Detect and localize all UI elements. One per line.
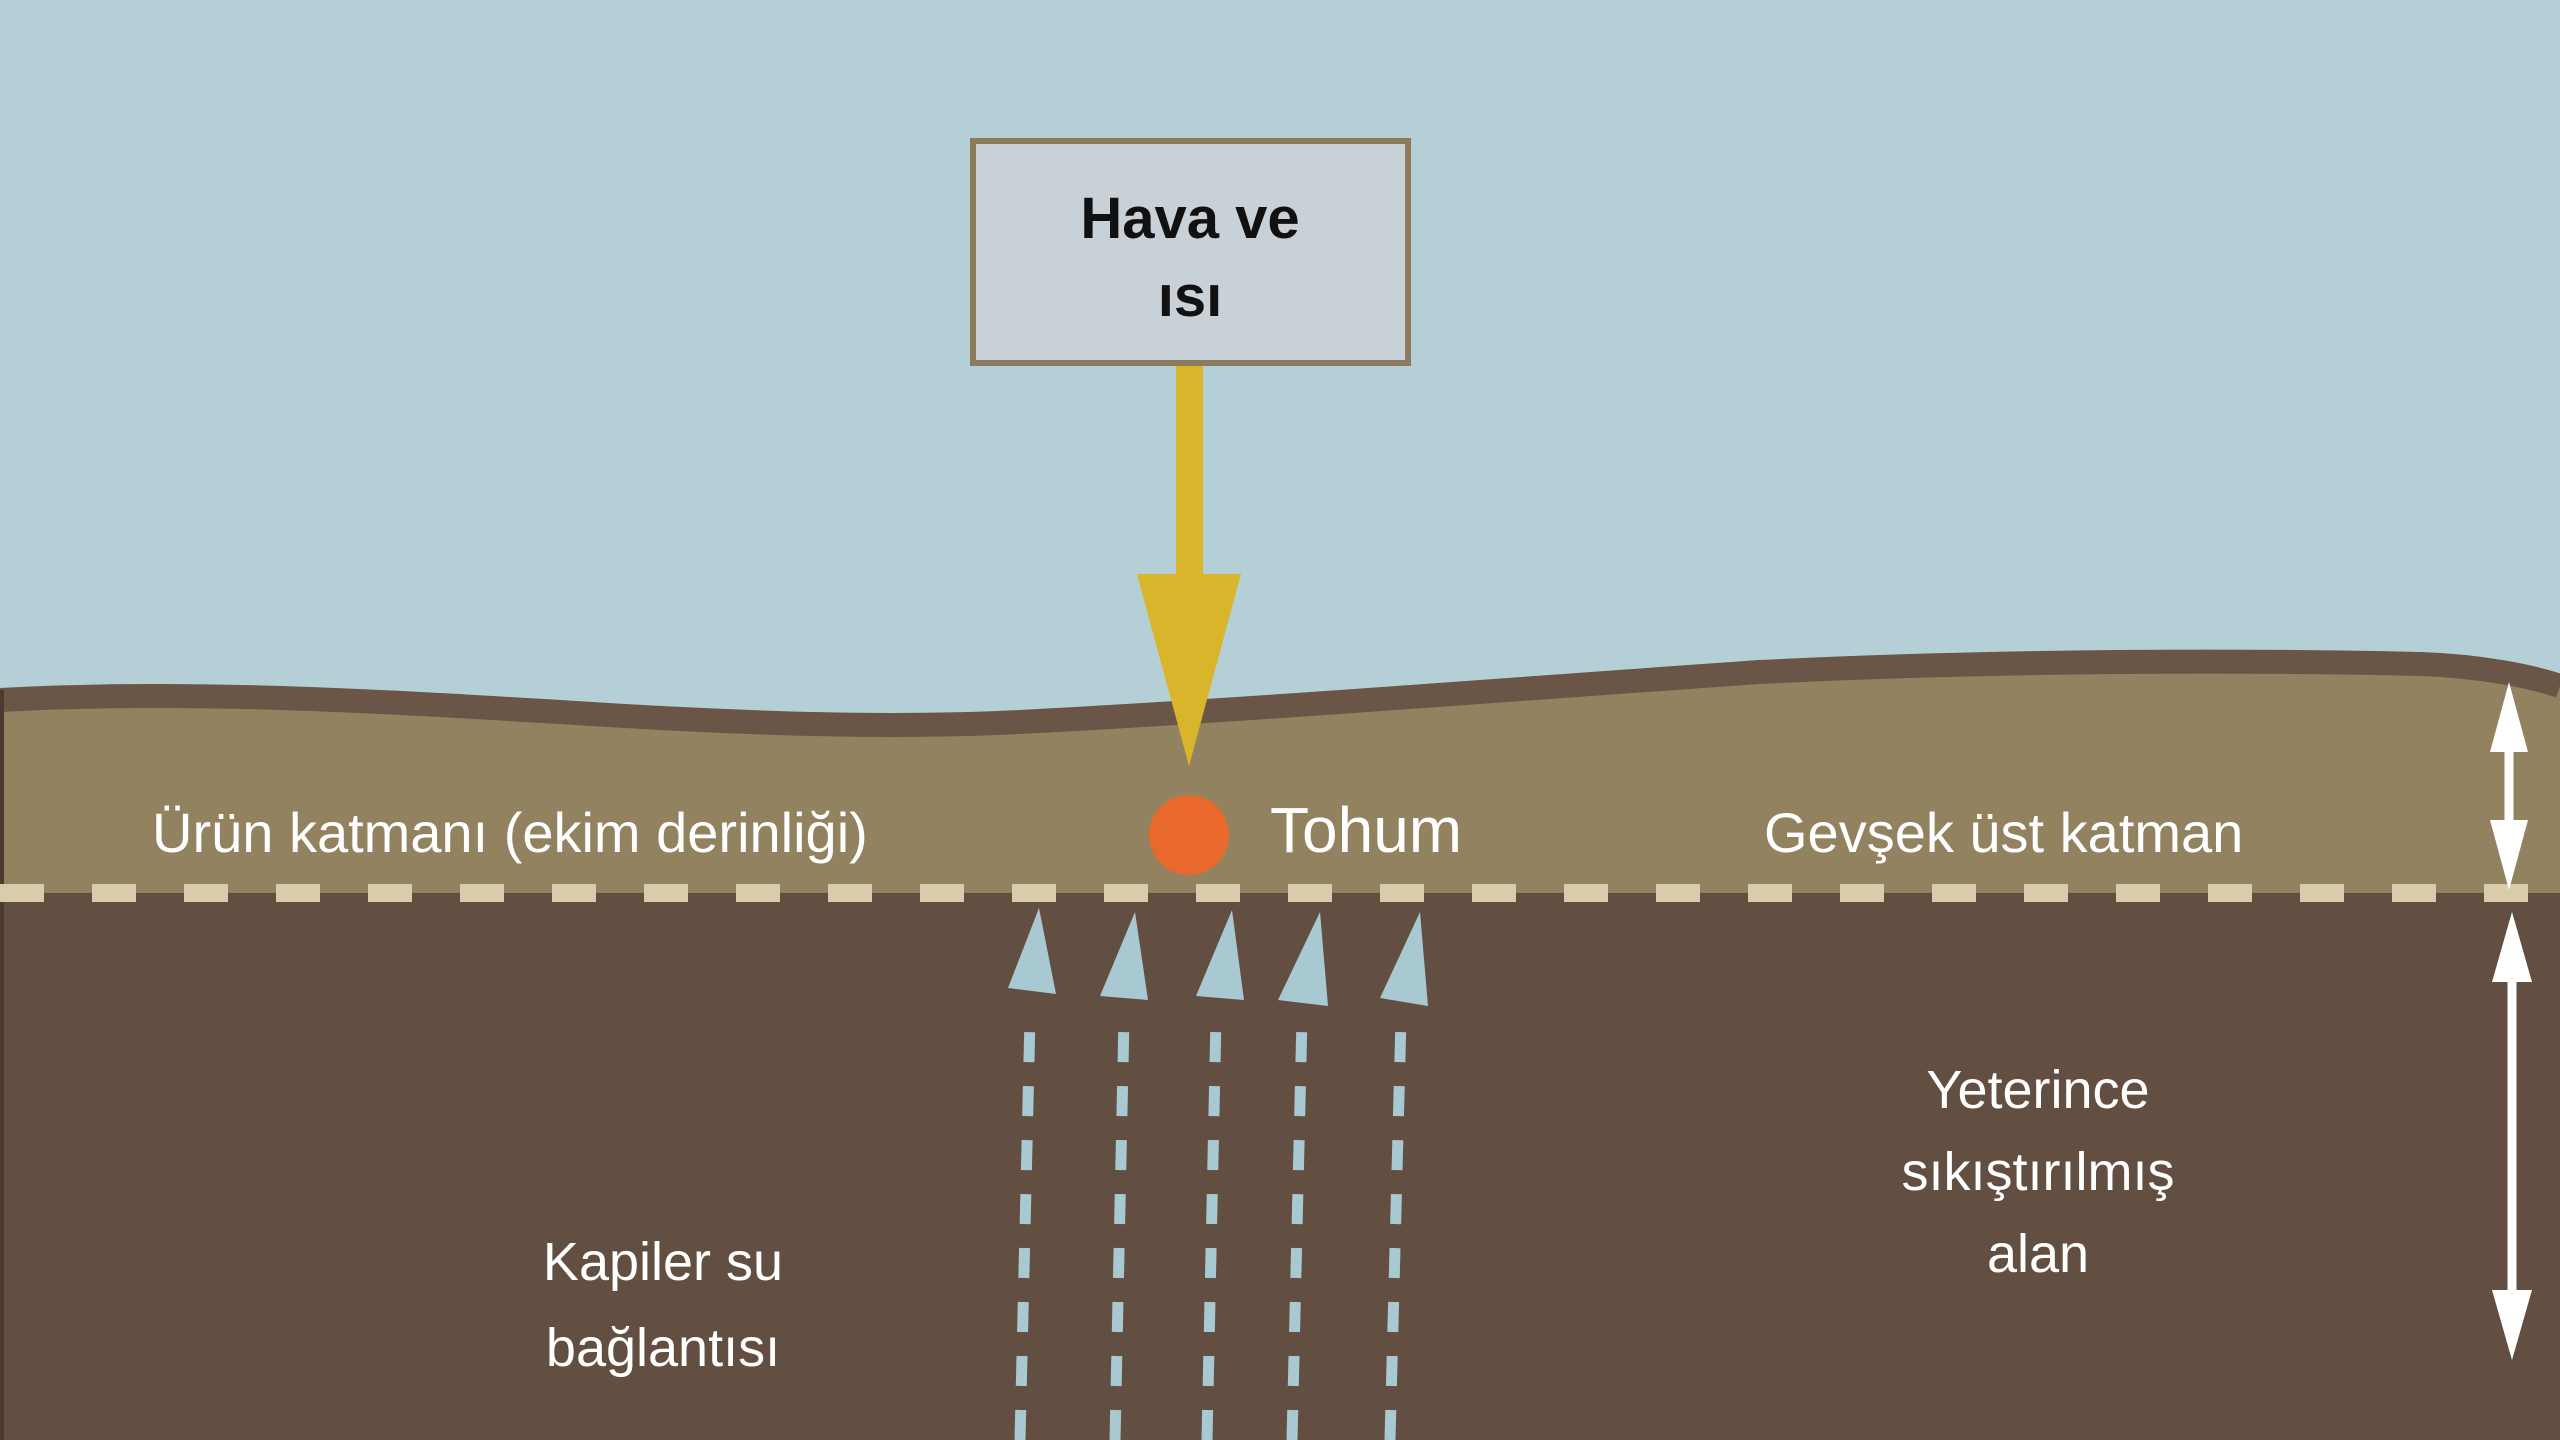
air-heat-arrow-shaft [1176,360,1203,580]
capillary-line-5 [1384,1017,1407,1440]
capillary-arrowhead-3 [1196,910,1244,1000]
crop-layer-label: Ürün katmanı (ekim derinliği) [152,801,868,864]
compacted-subsoil [0,893,2560,1440]
compacted-zone-arrowhead-down [2492,1290,2532,1360]
capillary-water-lines [1014,1017,1407,1440]
air-heat-box-line1: Hava ve [1080,186,1299,251]
air-heat-box [970,138,1411,366]
air-heat-box-line2: ısı [1158,264,1223,329]
seed-dot [1149,795,1229,875]
capillary-arrowheads [1008,908,1428,1006]
seed-label: Tohum [1270,794,1462,866]
soil-surface-crust [0,649,2560,737]
compacted-zone-label-line2: sıkıştırılmış [1902,1142,2175,1202]
capillary-arrowhead-5 [1380,912,1428,1006]
capillary-line-3 [1201,1017,1222,1440]
capillary-line-4 [1286,1017,1308,1440]
compacted-zone-label-line3: alan [1987,1224,2089,1284]
capillary-line-1 [1014,1017,1036,1440]
compacted-zone-arrowhead-up [2492,912,2532,982]
air-heat-arrowhead [1137,574,1241,766]
compacted-zone-depth-arrow [2492,912,2532,1360]
capillary-arrowhead-1 [1008,908,1056,994]
loose-layer-depth-arrow [2490,682,2528,890]
capillary-label-line1: Kapiler su [543,1232,783,1292]
loose-top-layer-label: Gevşek üst katman [1764,801,2243,864]
capillary-label-line2: bağlantısı [546,1318,780,1378]
capillary-arrowhead-4 [1278,912,1328,1006]
capillary-line-2 [1109,1017,1130,1440]
loose-layer-arrowhead-up [2490,682,2528,752]
loose-layer-arrowhead-down [2490,820,2528,890]
capillary-arrowhead-2 [1100,912,1148,1000]
compacted-zone-label-line1: Yeterince [1926,1060,2149,1120]
